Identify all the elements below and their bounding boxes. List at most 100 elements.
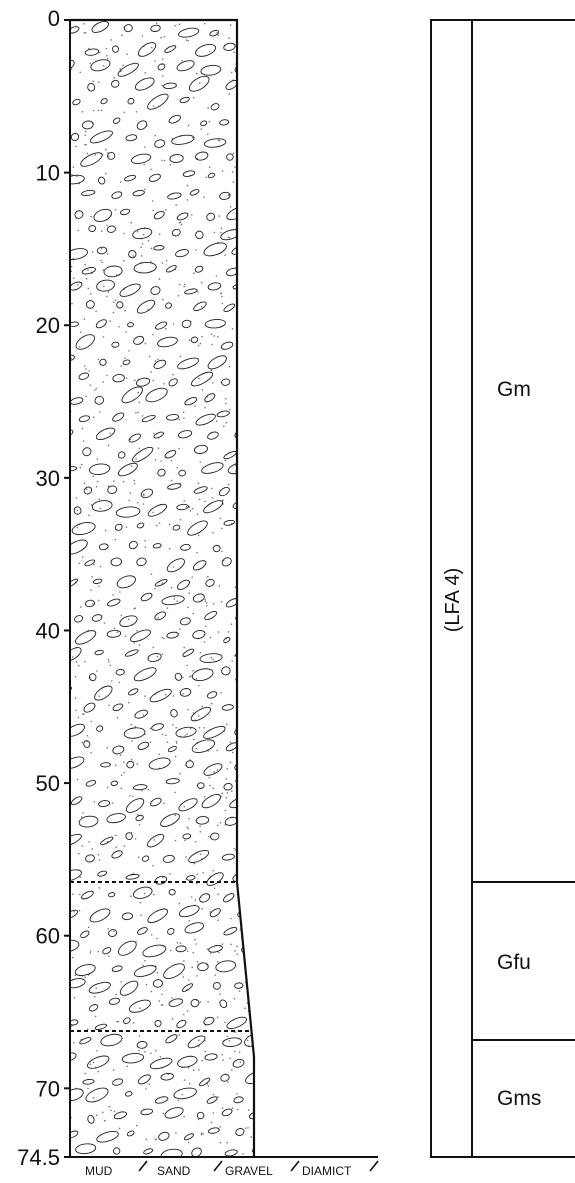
gravel-clast xyxy=(112,117,121,124)
gravel-clast xyxy=(162,854,175,863)
sand-dot xyxy=(185,505,188,508)
sand-dot xyxy=(192,738,195,741)
gravel-clast xyxy=(192,593,205,603)
sand-dot xyxy=(244,822,247,825)
sand-dot xyxy=(175,204,177,206)
sand-dot xyxy=(101,230,103,232)
sand-dot xyxy=(254,107,256,109)
gravel-clast xyxy=(135,377,151,387)
sand-dot xyxy=(144,146,146,148)
sand-dot xyxy=(182,411,185,414)
sand-dot xyxy=(115,993,118,996)
gravel-clast xyxy=(92,578,103,585)
sand-dot xyxy=(201,1059,203,1062)
sand-dot xyxy=(247,1127,249,1129)
sand-dot xyxy=(136,813,139,816)
gravel-clast xyxy=(70,686,72,693)
sand-dot xyxy=(217,631,220,633)
sand-dot xyxy=(122,480,125,483)
gravel-clast xyxy=(125,798,145,813)
sand-dot xyxy=(143,493,145,496)
sand-dot xyxy=(221,1053,223,1056)
gravel-clast xyxy=(114,523,123,531)
sand-dot xyxy=(152,379,154,382)
sand-dot xyxy=(84,1072,86,1075)
gravel-clast xyxy=(137,927,148,935)
sand-dot xyxy=(249,195,252,197)
sand-dot xyxy=(182,976,185,978)
sand-dot xyxy=(130,758,133,761)
gravel-clast xyxy=(75,630,97,645)
sand-dot xyxy=(114,208,117,211)
sand-dot xyxy=(197,1118,200,1121)
sand-dot xyxy=(104,172,107,175)
sand-dot xyxy=(134,838,137,840)
sand-dot xyxy=(108,1105,111,1108)
sand-dot xyxy=(96,670,98,672)
gravel-clast xyxy=(82,447,92,457)
sand-dot xyxy=(181,1093,184,1096)
sand-dot xyxy=(196,72,198,75)
sand-dot xyxy=(187,1141,190,1144)
sand-dot xyxy=(207,1001,209,1003)
sand-dot xyxy=(95,987,97,989)
sand-dot xyxy=(251,828,253,830)
sand-dot xyxy=(109,664,112,667)
gravel-clast xyxy=(81,189,96,196)
sand-dot xyxy=(125,526,128,528)
gravel-clast xyxy=(178,798,198,812)
gravel-clast xyxy=(165,302,172,309)
gravel-clast xyxy=(192,629,206,639)
sand-dot xyxy=(95,1114,98,1116)
gravel-clast xyxy=(221,853,235,861)
sand-dot xyxy=(114,299,117,302)
gravel-clast xyxy=(203,500,224,514)
gravel-clast xyxy=(70,248,88,261)
gravel-clast xyxy=(136,557,147,567)
sand-dot xyxy=(159,1056,162,1058)
gravel-clast xyxy=(154,875,168,885)
gravel-clast xyxy=(141,855,150,862)
gravel-clast xyxy=(94,685,113,701)
sand-dot xyxy=(94,996,96,998)
sand-dot xyxy=(153,432,155,435)
sand-dot xyxy=(245,856,247,859)
gravel-clast xyxy=(124,1091,133,1097)
sand-dot xyxy=(106,746,108,749)
sand-dot xyxy=(154,60,156,62)
sand-dot xyxy=(138,1035,141,1037)
sand-dot xyxy=(183,283,186,286)
gravel-clast xyxy=(91,614,103,622)
sand-dot xyxy=(202,1133,205,1135)
sand-dot xyxy=(229,761,232,764)
gravel-clast xyxy=(133,965,157,978)
sand-dot xyxy=(220,292,222,294)
gravel-clast xyxy=(222,892,235,903)
sand-dot xyxy=(240,589,242,591)
sand-dot xyxy=(192,137,194,139)
gravel-clast xyxy=(118,940,137,956)
sand-dot xyxy=(231,171,234,173)
gravel-clast xyxy=(74,615,84,623)
sand-dot xyxy=(110,1109,112,1112)
sand-dot xyxy=(212,658,214,661)
gravel-clast xyxy=(165,1034,178,1044)
sand-dot xyxy=(99,507,102,510)
sand-dot xyxy=(114,538,116,541)
sand-dot xyxy=(135,412,137,414)
gravel-clast xyxy=(111,79,120,88)
gravel-clast xyxy=(204,1053,218,1061)
sand-dot xyxy=(154,360,157,362)
gravel-clast xyxy=(257,267,266,276)
sand-dot xyxy=(224,1021,226,1024)
sand-dot xyxy=(227,236,230,238)
gravel-clast xyxy=(167,928,175,935)
sand-dot xyxy=(175,1132,177,1134)
sand-dot xyxy=(221,943,224,945)
gravel-clast xyxy=(115,506,141,518)
sand-dot xyxy=(198,377,200,380)
sand-dot xyxy=(71,956,74,959)
sand-dot xyxy=(137,411,139,414)
gravel-clast xyxy=(246,41,254,51)
gravel-clast xyxy=(128,540,138,550)
